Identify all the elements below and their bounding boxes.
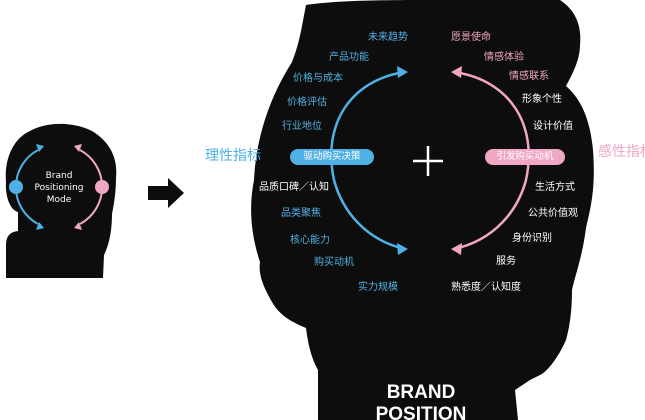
- mini-title-line: Mode: [46, 195, 72, 205]
- rational-item: 未来趋势: [368, 32, 408, 43]
- rational-item: 核心能力: [290, 235, 330, 246]
- rational-item: 品质口碑／认知: [259, 182, 329, 193]
- emotional-item: 公共价值观: [528, 208, 578, 219]
- mini-title: Brand Positioning Mode: [27, 170, 91, 206]
- emotional-item: 身份识别: [512, 233, 552, 244]
- emotional-item: 服务: [496, 256, 516, 267]
- mini-title-line: Brand: [45, 171, 73, 181]
- emotional-item: 形象个性: [522, 94, 562, 105]
- emotional-item: 生活方式: [535, 182, 575, 193]
- rational-item: 实力规模: [358, 282, 398, 293]
- rational-pill: 驱动购买决策: [290, 149, 374, 165]
- right-arrow-icon: [148, 178, 184, 208]
- emotional-item: 情感联系: [509, 71, 549, 82]
- small-rational-dot: [9, 180, 23, 194]
- small-emotional-dot: [95, 180, 109, 194]
- brand-title-line: BRAND: [386, 382, 456, 403]
- mini-title-line: Positioning: [34, 183, 84, 193]
- plus-icon: [413, 146, 443, 176]
- emotional-item: 愿景使命: [451, 32, 491, 43]
- big-cycle-arcs: [330, 70, 530, 251]
- emotional-pill: 引发购买动机: [485, 149, 565, 165]
- emotional-item: 情感体验: [484, 52, 524, 63]
- rational-item: 购买动机: [314, 257, 354, 268]
- emotional-item: 设计价值: [533, 121, 573, 132]
- emotional-indicator-label: 感性指标: [598, 144, 645, 160]
- rational-item: 行业地位: [282, 121, 322, 132]
- small-head-silhouette: [5, 123, 117, 278]
- brand-title-line: POSITION: [375, 404, 467, 420]
- big-head-silhouette: [251, 0, 594, 420]
- rational-item: 产品功能: [329, 52, 369, 63]
- rational-item: 品类聚焦: [281, 208, 321, 219]
- rational-item: 价格与成本: [293, 73, 343, 84]
- emotional-item: 熟悉度／认知度: [451, 282, 521, 293]
- rational-item: 价格评估: [287, 97, 327, 108]
- rational-indicator-label: 理性指标: [205, 148, 261, 164]
